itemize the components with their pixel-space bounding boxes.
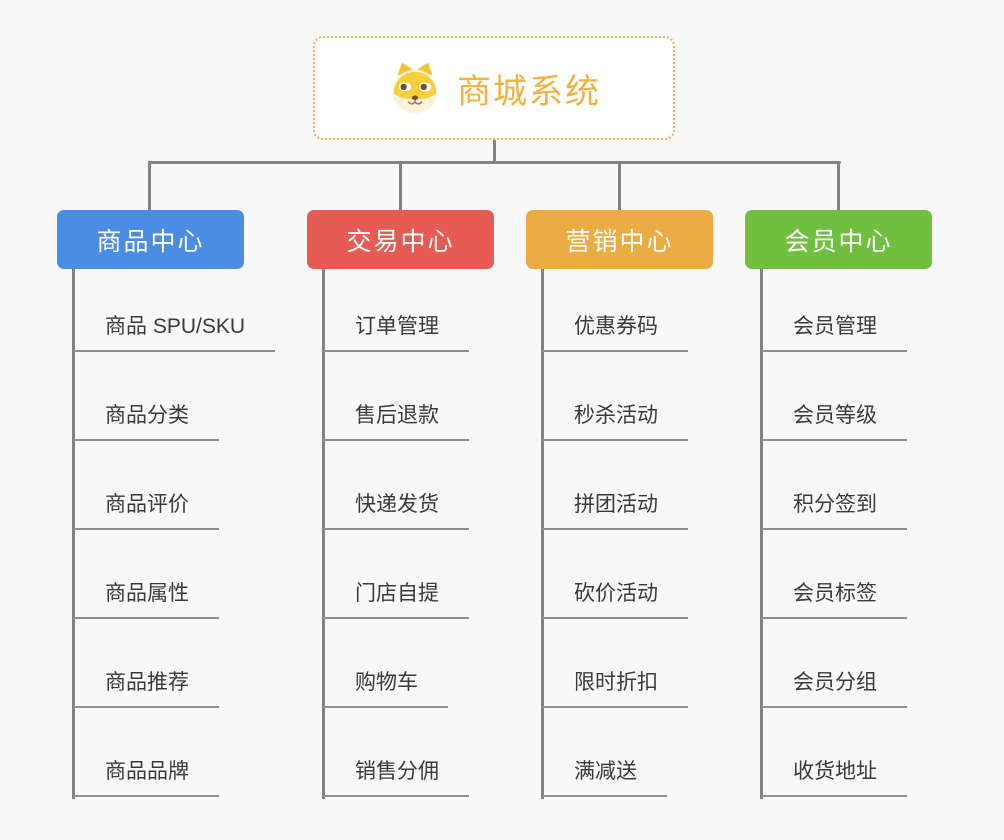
child-node[interactable]: 销售分佣: [323, 751, 469, 797]
connector-trunk-member: [760, 269, 763, 799]
connector-trunk-product: [72, 269, 75, 799]
child-node[interactable]: 商品属性: [73, 573, 219, 619]
child-node[interactable]: 限时折扣: [542, 662, 688, 708]
root-title: 商城系统: [457, 72, 601, 111]
child-node[interactable]: 积分签到: [761, 484, 907, 530]
child-node[interactable]: 商品分类: [73, 395, 219, 441]
root-node-mall-system[interactable]: 商城系统: [313, 36, 675, 140]
connector-drop-product: [148, 161, 151, 210]
child-node[interactable]: 优惠券码: [542, 306, 688, 352]
child-node[interactable]: 售后退款: [323, 395, 469, 441]
shiba-dog-icon: [393, 62, 437, 114]
child-node[interactable]: 满减送: [542, 751, 667, 797]
child-node[interactable]: 商品推荐: [73, 662, 219, 708]
child-node[interactable]: 购物车: [323, 662, 448, 708]
child-node[interactable]: 会员标签: [761, 573, 907, 619]
connector-drop-marketing: [618, 161, 621, 210]
branch-label: 商品中心: [96, 227, 205, 256]
branch-label: 交易中心: [346, 227, 455, 256]
child-node[interactable]: 会员分组: [761, 662, 907, 708]
connector-trunk-trade: [322, 269, 325, 799]
child-node[interactable]: 快递发货: [323, 484, 469, 530]
branch-node-product-center[interactable]: 商品中心: [57, 210, 244, 269]
child-node[interactable]: 会员管理: [761, 306, 907, 352]
branch-node-marketing-center[interactable]: 营销中心: [526, 210, 713, 269]
child-node[interactable]: 收货地址: [761, 751, 907, 797]
connector-drop-member: [837, 161, 840, 210]
branch-node-member-center[interactable]: 会员中心: [745, 210, 932, 269]
branch-label: 营销中心: [565, 227, 674, 256]
child-node[interactable]: 秒杀活动: [542, 395, 688, 441]
child-node[interactable]: 砍价活动: [542, 573, 688, 619]
branch-node-trade-center[interactable]: 交易中心: [307, 210, 494, 269]
child-node[interactable]: 订单管理: [323, 306, 469, 352]
connector-drop-trade: [399, 161, 402, 210]
connector-trunk-marketing: [541, 269, 544, 799]
connector-horizontal-bus: [148, 161, 841, 164]
connector-root-stem: [493, 140, 496, 164]
child-node[interactable]: 会员等级: [761, 395, 907, 441]
child-node[interactable]: 拼团活动: [542, 484, 688, 530]
child-node[interactable]: 商品品牌: [73, 751, 219, 797]
child-node[interactable]: 门店自提: [323, 573, 469, 619]
child-node[interactable]: 商品 SPU/SKU: [73, 306, 276, 352]
branch-label: 会员中心: [784, 227, 893, 256]
child-node[interactable]: 商品评价: [73, 484, 219, 530]
